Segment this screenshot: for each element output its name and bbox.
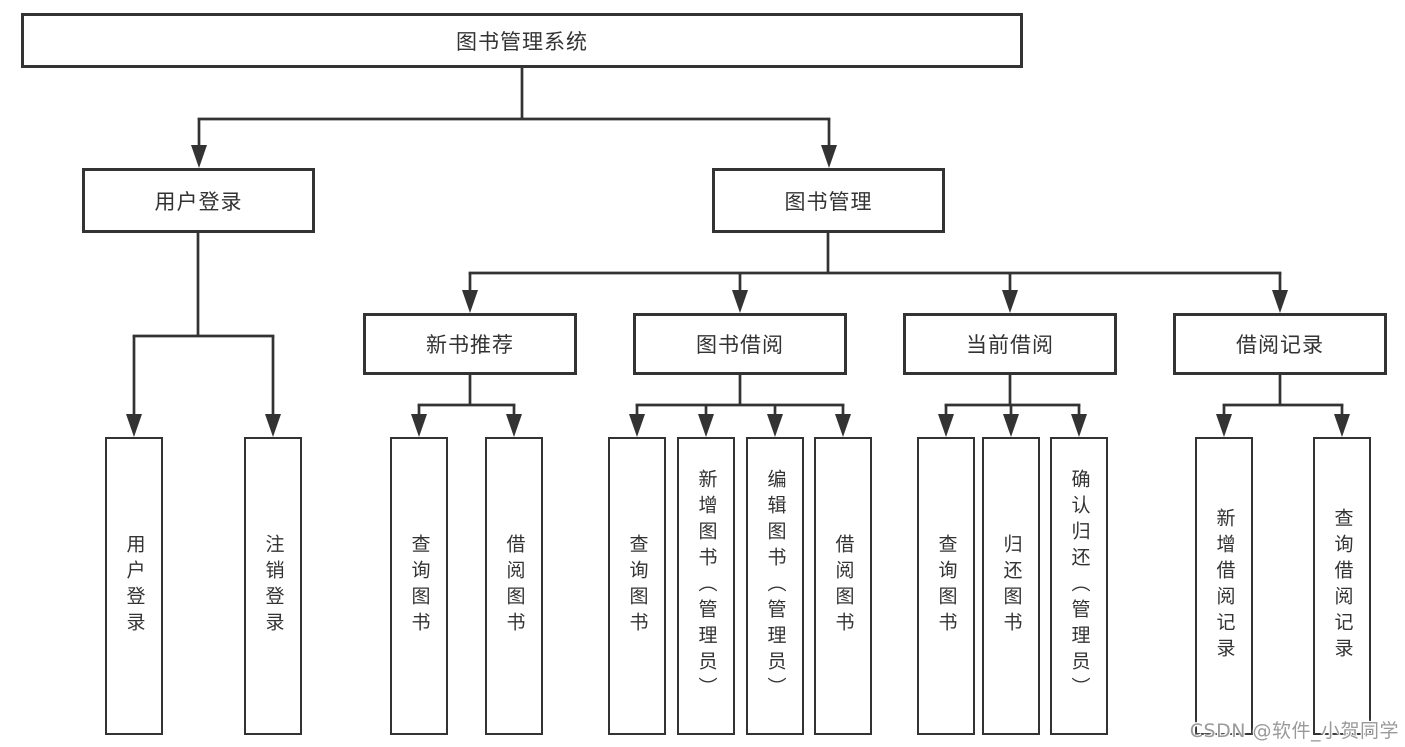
node-book-management: 图书管理 (712, 168, 945, 233)
node-leaf-query-borrow-record: 查询借阅记录 (1313, 437, 1371, 735)
node-leaf-borrow-books-recommend: 借阅图书 (485, 437, 543, 735)
node-leaf-logout: 注销登录 (244, 437, 302, 735)
node-leaf-confirm-return-admin: 确认归还（管理员） (1050, 437, 1108, 735)
node-borrowing-records: 借阅记录 (1173, 313, 1387, 375)
node-leaf-query-books-borrowing: 查询图书 (608, 437, 666, 735)
node-book-borrowing: 图书借阅 (633, 313, 847, 375)
node-leaf-borrow-books-borrowing: 借阅图书 (814, 437, 872, 735)
node-leaf-return-books: 归还图书 (982, 437, 1040, 735)
node-leaf-user-login: 用户登录 (105, 437, 163, 735)
node-new-book-recommend: 新书推荐 (363, 313, 577, 375)
node-library-management-system: 图书管理系统 (21, 13, 1023, 68)
node-leaf-add-books-admin: 新增图书（管理员） (677, 437, 735, 735)
node-leaf-add-borrow-record: 新增借阅记录 (1195, 437, 1253, 735)
node-current-borrowing: 当前借阅 (903, 313, 1117, 375)
node-user-login: 用户登录 (82, 168, 315, 233)
node-leaf-edit-books-admin: 编辑图书（管理员） (746, 437, 804, 735)
node-leaf-query-books-current: 查询图书 (917, 437, 975, 735)
csdn-watermark: CSDN @软件_小贺同学 (1189, 720, 1399, 742)
node-leaf-query-books-recommend: 查询图书 (390, 437, 448, 735)
